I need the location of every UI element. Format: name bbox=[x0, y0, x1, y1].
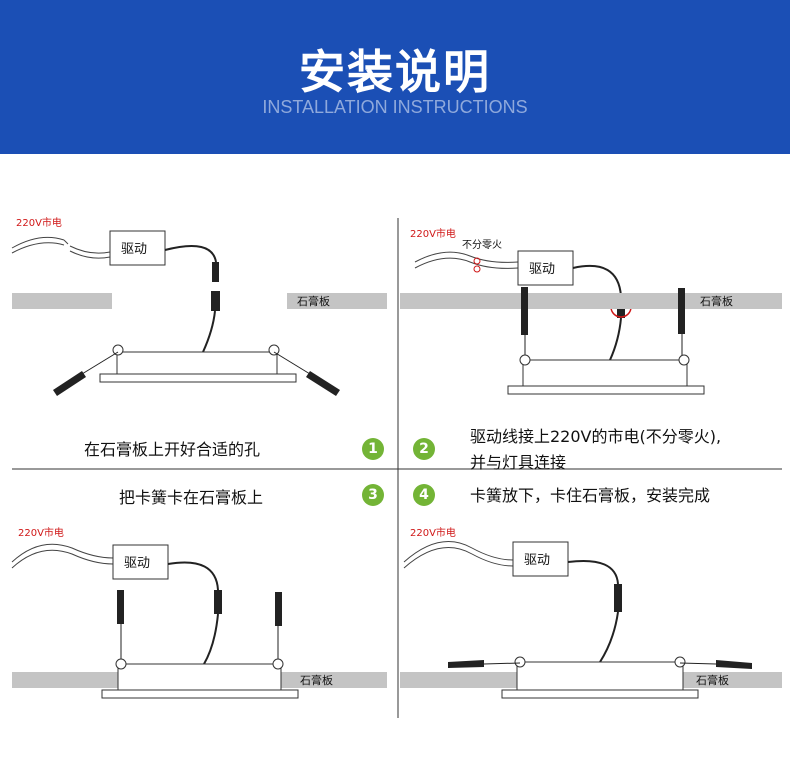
spring-clip-left bbox=[448, 660, 484, 668]
step-3-badge: 3 bbox=[362, 484, 384, 506]
wire-joint bbox=[473, 265, 481, 273]
spring-pivot bbox=[519, 354, 531, 366]
driver-cable bbox=[164, 245, 217, 263]
driver-box bbox=[512, 541, 569, 577]
spring-pivot bbox=[268, 344, 280, 356]
step-4-badge: 4 bbox=[413, 484, 435, 506]
spring-arm bbox=[81, 351, 119, 375]
connector bbox=[614, 584, 622, 612]
step-2-text-line2: 并与灯具连接 bbox=[470, 453, 567, 472]
step-1-badge: 1 bbox=[362, 438, 384, 460]
mains-wire bbox=[403, 541, 514, 569]
step-3-text: 把卡簧卡在石膏板上 bbox=[119, 488, 264, 507]
driver-box bbox=[109, 230, 166, 266]
ceiling-board bbox=[400, 293, 782, 309]
wire-joint bbox=[473, 257, 481, 265]
ceiling-label: 石膏板 bbox=[300, 673, 333, 687]
mains-wire bbox=[11, 543, 114, 569]
lamp-cable bbox=[609, 317, 622, 361]
step-2-badge: 2 bbox=[413, 438, 435, 460]
lamp-trim bbox=[99, 373, 297, 383]
lamp-trim bbox=[507, 385, 705, 395]
spring-arm bbox=[679, 662, 717, 665]
connector bbox=[214, 590, 222, 614]
no-polarity-label: 不分零火 bbox=[462, 239, 502, 251]
spring-pivot bbox=[678, 354, 690, 366]
mains-label: 220V市电 bbox=[410, 526, 456, 539]
driver-label: 驱动 bbox=[124, 556, 150, 571]
spring-clip-right bbox=[716, 660, 752, 669]
ceiling-label: 石膏板 bbox=[297, 294, 330, 308]
driver-cable bbox=[572, 264, 622, 297]
spring-arm bbox=[483, 662, 521, 665]
ceiling-board-left bbox=[12, 293, 112, 309]
ceiling-board-right bbox=[287, 293, 387, 309]
step-4-text: 卡簧放下，卡住石膏板，安装完成 bbox=[470, 486, 711, 505]
mains-label: 220V市电 bbox=[410, 227, 456, 240]
driver-label: 驱动 bbox=[529, 262, 555, 277]
page-title: 安装说明 bbox=[299, 45, 491, 99]
spring-pivot bbox=[115, 658, 127, 670]
spring-clip-right bbox=[306, 371, 340, 396]
lamp-cable bbox=[203, 613, 219, 665]
driver-box bbox=[112, 544, 169, 580]
spring-pivot bbox=[514, 656, 526, 668]
connector bbox=[212, 262, 219, 282]
header-banner: 安装说明 INSTALLATION INSTRUCTIONS bbox=[0, 0, 790, 154]
lamp-body bbox=[516, 661, 684, 691]
lamp-trim bbox=[501, 689, 699, 699]
spring-pivot bbox=[112, 344, 124, 356]
step-1-text: 在石膏板上开好合适的孔 bbox=[84, 440, 261, 459]
driver-label: 驱动 bbox=[524, 553, 550, 568]
lamp-cable bbox=[599, 611, 619, 663]
mains-wire bbox=[11, 236, 111, 259]
spring-clip-left bbox=[521, 287, 528, 335]
lamp-cable bbox=[202, 310, 216, 353]
mains-label: 220V市电 bbox=[16, 216, 62, 229]
page-subtitle: INSTALLATION INSTRUCTIONS bbox=[262, 97, 528, 117]
spring-pivot bbox=[272, 658, 284, 670]
spring-pivot bbox=[674, 656, 686, 668]
ceiling-label: 石膏板 bbox=[696, 673, 729, 687]
spring-clip-right bbox=[275, 592, 282, 626]
driver-cable bbox=[167, 561, 219, 591]
lamp-trim bbox=[101, 689, 299, 699]
mains-wire bbox=[414, 251, 519, 269]
mains-label: 220V市电 bbox=[18, 526, 64, 539]
driver-cable bbox=[567, 560, 619, 585]
lamp-body bbox=[117, 663, 282, 691]
step-2-text-line1: 驱动线接上220V的市电(不分零火), bbox=[470, 427, 722, 446]
spring-clip-left bbox=[53, 371, 86, 396]
connector-plug bbox=[211, 291, 220, 311]
spring-clip-right bbox=[678, 288, 685, 334]
ceiling-label: 石膏板 bbox=[700, 294, 733, 308]
driver-label: 驱动 bbox=[121, 242, 147, 257]
spring-clip-left bbox=[117, 590, 124, 624]
spring-arm bbox=[273, 351, 311, 375]
